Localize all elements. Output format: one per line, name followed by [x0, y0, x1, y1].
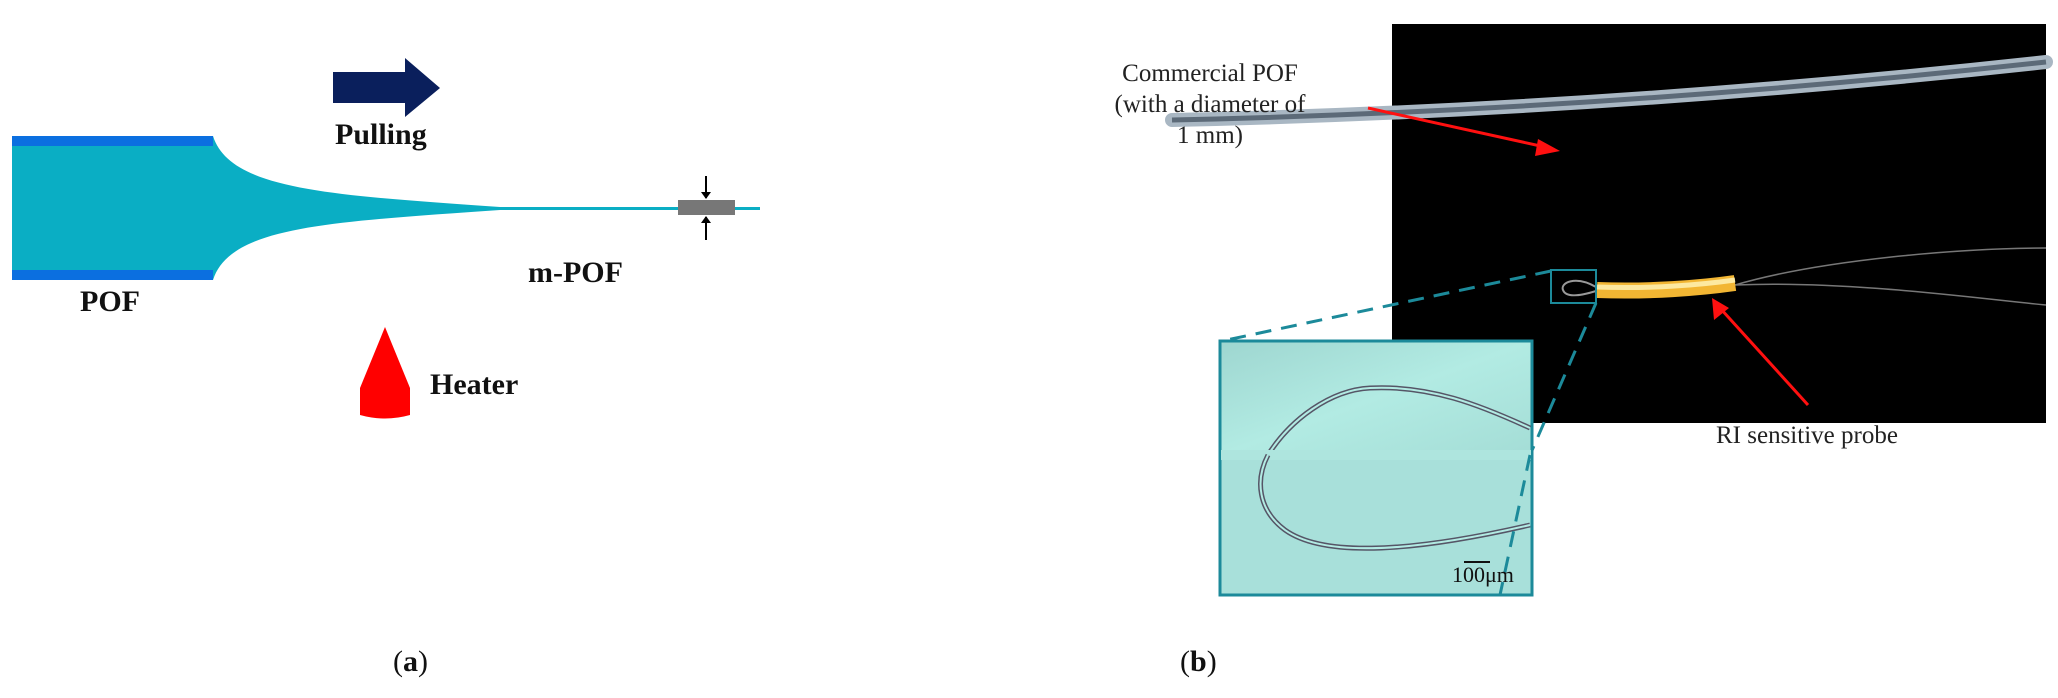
commercial-pof-label: Commercial POF (with a diameter of 1 mm) [1100, 58, 1320, 151]
pulling-arrow-icon [333, 58, 440, 117]
caption-b: (b) [1180, 645, 1217, 678]
tapered-fiber [12, 136, 760, 280]
pof-label: POF [80, 285, 140, 318]
ri-sensitive-probe [1596, 275, 1737, 299]
loop-tip [1561, 279, 1597, 297]
cladding-bottom [12, 270, 213, 280]
microscope-inset [1218, 339, 1534, 457]
diameter-gauge-icon [678, 176, 735, 240]
pointer-arrows [1367, 106, 1810, 407]
zoom-region-box [1550, 269, 1597, 304]
pulling-label: Pulling [335, 118, 427, 151]
probe-fiber-leads [1734, 247, 2047, 306]
commercial-pof-line2: (with a diameter of [1114, 91, 1306, 118]
caption-a: (a) [393, 645, 428, 678]
scale-bar-label: 100μm [1452, 562, 1514, 587]
heater-label: Heater [430, 368, 519, 401]
ri-probe-label: RI sensitive probe [1716, 422, 1898, 449]
caption-a-letter: a [403, 645, 418, 678]
commercial-pof-line1: Commercial POF [1122, 60, 1298, 87]
caption-b-letter: b [1190, 645, 1207, 678]
commercial-pof-line3: 1 mm) [1177, 122, 1243, 149]
heater-icon [360, 327, 410, 419]
cladding-top [12, 136, 213, 146]
m-pof-label: m-POF [528, 256, 623, 289]
